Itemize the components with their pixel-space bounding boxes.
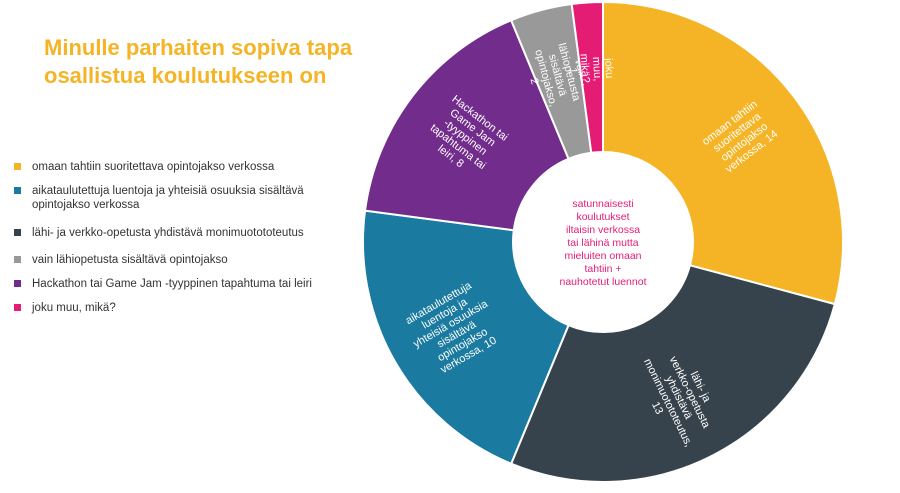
legend-swatch <box>14 163 21 170</box>
legend-item: vain lähiopetusta sisältävä opintojakso <box>14 253 314 267</box>
legend-swatch <box>14 229 21 236</box>
legend-label: lähi- ja verkko-opetusta yhdistävä monim… <box>32 227 304 239</box>
donut-slice <box>509 264 837 483</box>
legend-item: joku muu, mikä? <box>14 301 314 315</box>
legend-item: Hackathon tai Game Jam -tyyppinen tapaht… <box>14 277 314 291</box>
chart-legend: omaan tahtiin suoritettava opintojakso v… <box>14 160 314 315</box>
donut-slice <box>570 0 604 154</box>
legend-item: lähi- ja verkko-opetusta yhdistävä monim… <box>14 226 314 240</box>
slice-label: jokumuu,mikä?,1 <box>566 52 616 87</box>
legend-swatch <box>14 280 21 287</box>
legend-label: Hackathon tai Game Jam -tyyppinen tapaht… <box>32 278 312 290</box>
legend-label: omaan tahtiin suoritettava opintojakso v… <box>32 161 275 173</box>
legend-label: aikataulutettuja luentoja ja yhteisiä os… <box>32 185 304 211</box>
donut-slice <box>602 0 844 306</box>
legend-item: omaan tahtiin suoritettava opintojakso v… <box>14 160 314 174</box>
legend-swatch <box>14 187 21 194</box>
legend-swatch <box>14 256 21 263</box>
legend-item: aikataulutettuja luentoja ja yhteisiä os… <box>14 184 314 212</box>
donut-slice <box>363 18 570 232</box>
chart-title: Minulle parhaiten sopiva tapa osallistua… <box>44 35 353 88</box>
legend-label: vain lähiopetusta sisältävä opintojakso <box>32 254 228 266</box>
donut-slice <box>362 209 570 466</box>
legend-label: joku muu, mikä? <box>32 302 116 314</box>
legend-swatch <box>14 304 21 311</box>
